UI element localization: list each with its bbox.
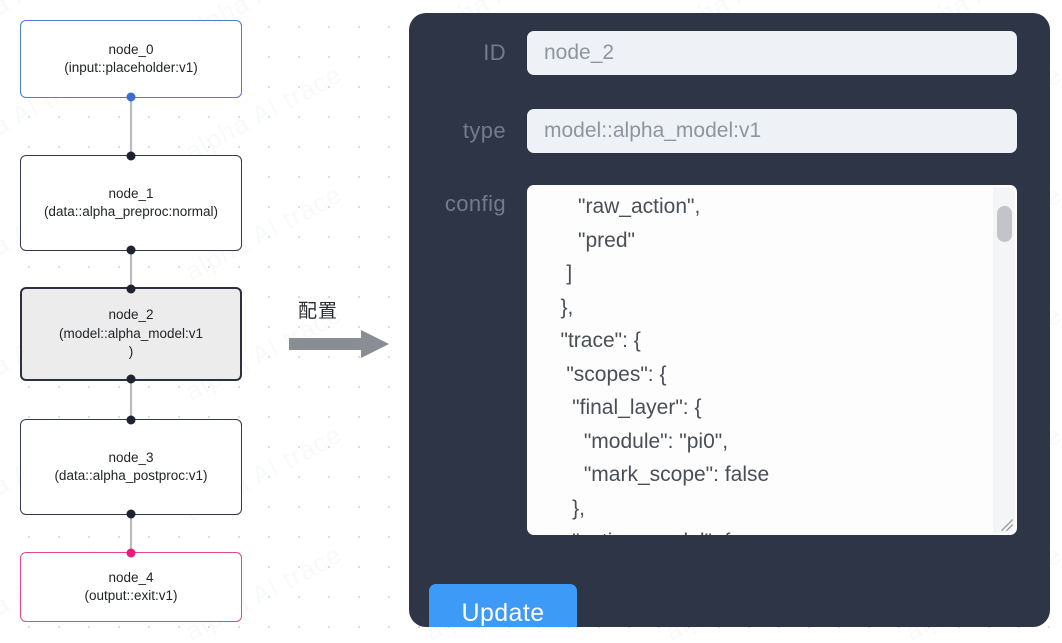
flow-node-label: node_2 (model::alpha_model:v1 ) <box>58 307 204 360</box>
type-input[interactable] <box>527 109 1017 153</box>
flow-node-node_1[interactable]: node_1 (data::alpha_preproc:normal) <box>20 151 242 255</box>
flow-node-label: node_0 (input::placeholder:v1) <box>64 41 198 76</box>
flow-node-node_0[interactable]: node_0 (input::placeholder:v1) <box>20 20 242 102</box>
node-handle-top[interactable] <box>126 284 136 294</box>
flow-node-label: node_4 (output::exit:v1) <box>84 569 178 604</box>
flow-node-node_3[interactable]: node_3 (data::alpha_postproc:v1) <box>20 415 242 519</box>
config-scrollbar[interactable] <box>993 187 1015 533</box>
field-row-id: ID <box>423 31 1017 75</box>
config-field-label: config <box>444 191 506 216</box>
config-scrollbar-thumb[interactable] <box>997 206 1012 242</box>
config-textarea-wrapper: "raw_action", "pred" ] }, "trace": { "sc… <box>527 185 1017 535</box>
node-handle-top[interactable] <box>126 548 136 558</box>
transition-arrow-group: 配置 <box>289 296 399 360</box>
arrow-icon <box>289 330 389 358</box>
node-handle-bottom[interactable] <box>126 92 136 102</box>
node-handle-top[interactable] <box>126 415 136 425</box>
field-row-type: type <box>423 109 1017 153</box>
resize-handle-icon[interactable] <box>999 517 1014 532</box>
field-row-config: config "raw_action", "pred" ] }, "trace"… <box>423 185 1017 535</box>
flow-node-node_4[interactable]: node_4 (output::exit:v1) <box>20 548 242 622</box>
flow-canvas[interactable]: node_0 (input::placeholder:v1) node_1 (d… <box>0 0 396 643</box>
update-button[interactable]: Update <box>429 584 577 627</box>
id-field-label: ID <box>483 40 506 65</box>
flow-node-label: node_3 (data::alpha_postproc:v1) <box>54 449 208 484</box>
flow-edges <box>129 98 133 552</box>
arrow-caption: 配置 <box>298 301 339 322</box>
node-config-panel: ID type config "raw_action", "pred" ] },… <box>409 13 1050 627</box>
node-handle-bottom[interactable] <box>126 374 136 384</box>
node-handle-top[interactable] <box>126 151 136 161</box>
config-textarea[interactable]: "raw_action", "pred" ] }, "trace": { "sc… <box>527 185 1017 535</box>
node-handle-bottom[interactable] <box>126 245 136 255</box>
flow-node-node_2[interactable]: node_2 (model::alpha_model:v1 ) <box>20 284 242 384</box>
type-field-label: type <box>462 118 506 143</box>
id-input[interactable] <box>527 31 1017 75</box>
node-handle-bottom[interactable] <box>126 509 136 519</box>
flow-node-label: node_1 (data::alpha_preproc:normal) <box>43 185 219 220</box>
